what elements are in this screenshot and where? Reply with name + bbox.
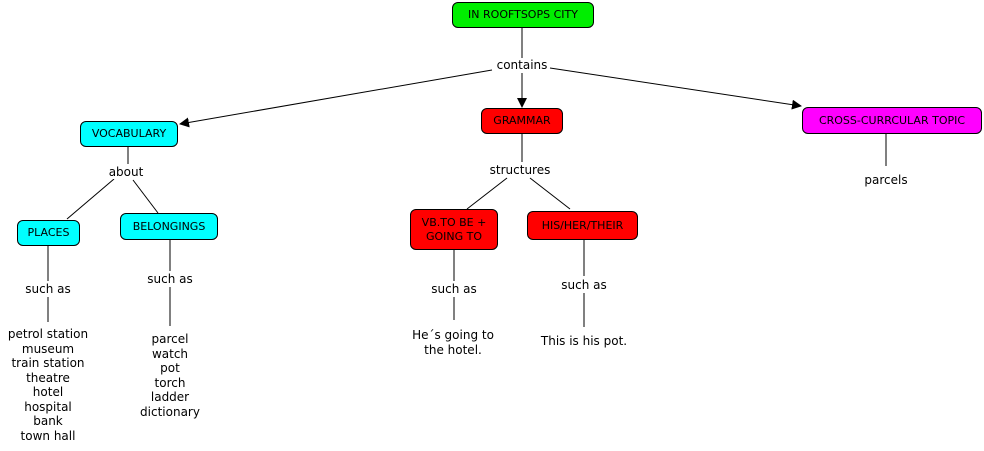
belongings-examples: parcel watch pot torch ladder dictionary (140, 332, 200, 419)
his-example: This is his pot. (540, 334, 628, 348)
link-label-about: about (106, 165, 146, 179)
belongings-node[interactable]: BELONGINGS (120, 213, 218, 240)
link-label-such-as-belongings: such as (145, 272, 195, 286)
arrow-to-vocabulary (179, 69, 493, 128)
link-label-contains: contains (494, 58, 550, 72)
cross-curricular-node[interactable]: CROSS-CURRCULAR TOPIC (802, 107, 982, 134)
vocabulary-node[interactable]: VOCABULARY (80, 121, 178, 147)
vb-going-to-node[interactable]: VB.TO BE + GOING TO (410, 209, 498, 250)
grammar-node[interactable]: GRAMMAR (481, 108, 563, 134)
root-node[interactable]: IN ROOFTSOPS CITY (452, 2, 594, 28)
arrow-to-cross (549, 67, 802, 110)
places-node[interactable]: PLACES (17, 220, 80, 246)
link-label-structures: structures (487, 163, 553, 177)
link-label-such-as-going-to: such as (429, 282, 479, 296)
going-to-example: He´s going to the hotel. (412, 328, 494, 357)
places-examples: petrol station museum train station thea… (7, 327, 89, 443)
link-label-such-as-places: such as (23, 282, 73, 296)
link-label-such-as-his: such as (559, 278, 609, 292)
his-her-their-node[interactable]: HIS/HER/THEIR (527, 211, 638, 240)
cross-topic-example: parcels (864, 173, 908, 187)
